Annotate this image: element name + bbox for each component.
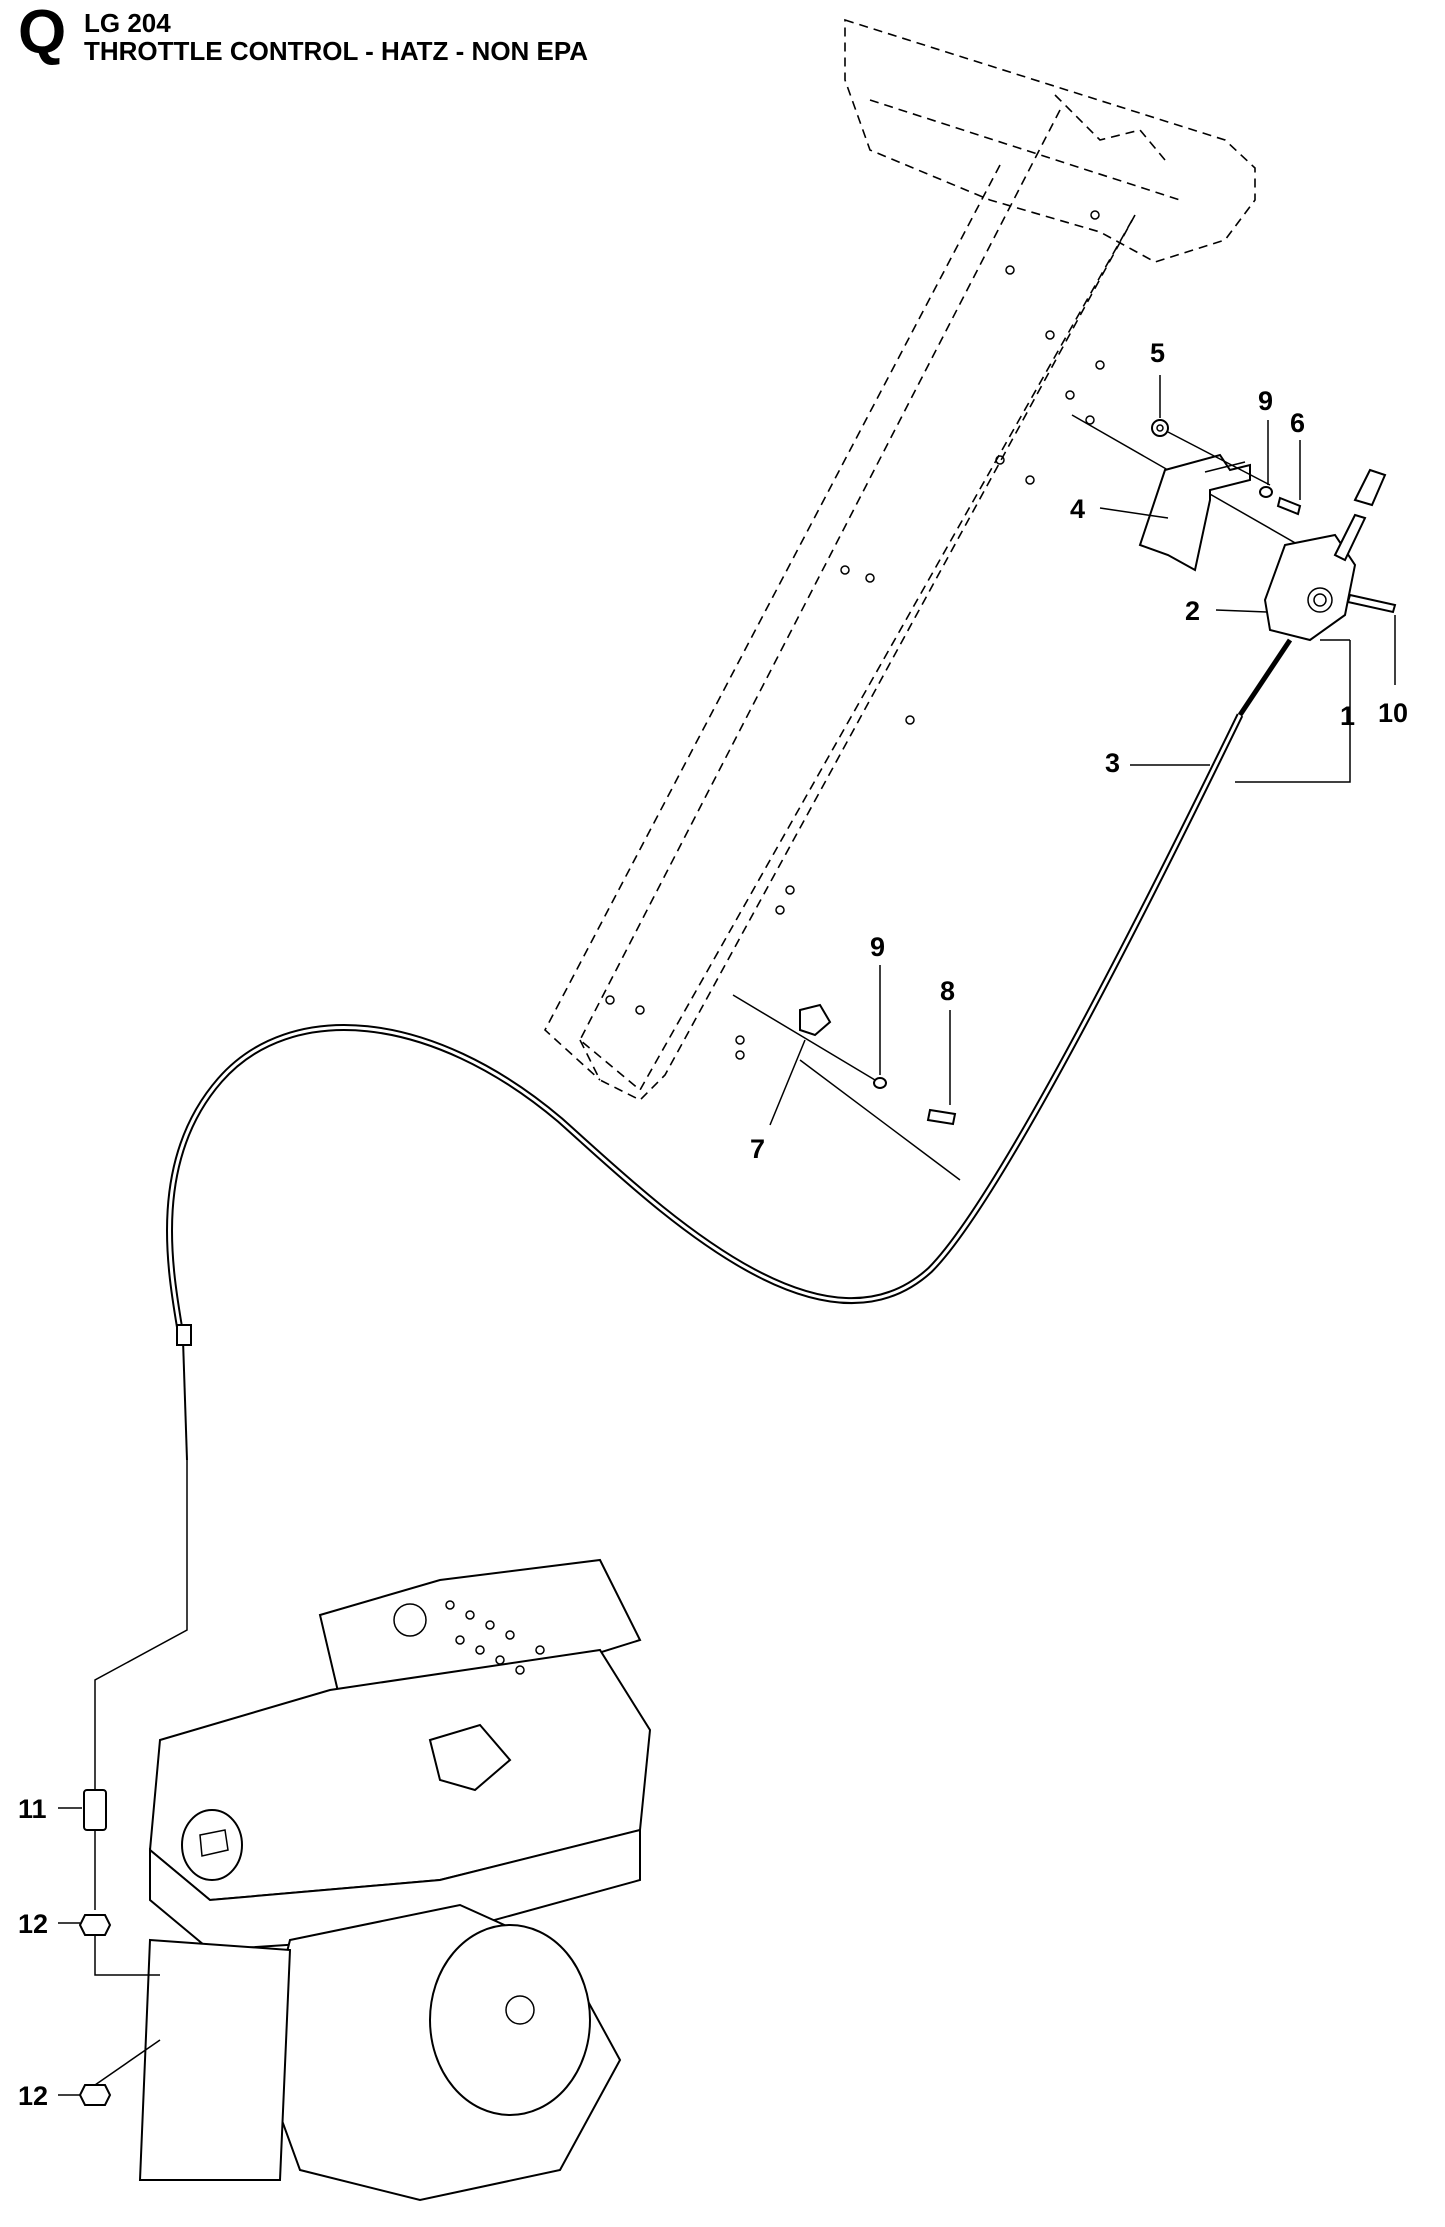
cable-clamp-assembly xyxy=(732,994,957,1126)
throttle-control-housing xyxy=(1263,533,1357,642)
callout-11: 11 xyxy=(18,1794,47,1824)
callout-labels: 1 2 3 4 5 6 7 8 9 9 10 11 12 12 xyxy=(18,338,1408,2111)
throttle-cable xyxy=(166,713,1244,1331)
callout-12-upper: 12 xyxy=(18,1909,48,1939)
callout-3: 3 xyxy=(1105,748,1120,778)
cable-clamp xyxy=(799,1003,832,1037)
callout-6: 6 xyxy=(1290,408,1305,438)
washer xyxy=(1259,486,1273,498)
callout-7: 7 xyxy=(750,1134,765,1164)
screw xyxy=(1276,496,1302,516)
section-letter: Q xyxy=(18,0,67,67)
column-holes xyxy=(605,210,1105,1060)
mounting-bracket xyxy=(1138,453,1251,572)
nut xyxy=(1151,419,1169,437)
model-label: LG 204 xyxy=(84,8,171,38)
callout-5: 5 xyxy=(1150,338,1165,368)
throttle-lever xyxy=(1333,513,1367,562)
callout-1: 1 xyxy=(1340,701,1355,731)
handle-column-outline xyxy=(544,18,1256,1101)
throttle-lever-assembly xyxy=(1071,414,1397,642)
engine-illustration xyxy=(138,1558,652,2202)
callout-2: 2 xyxy=(1185,596,1200,626)
callout-10: 10 xyxy=(1378,698,1408,728)
callout-8: 8 xyxy=(940,976,955,1006)
cable-end-fittings xyxy=(78,1460,188,2106)
housing-screw xyxy=(1346,593,1397,614)
callout-leaders xyxy=(58,375,1396,2096)
callout-4: 4 xyxy=(1070,494,1085,524)
lever-knob xyxy=(1353,468,1387,507)
lock-nut-upper xyxy=(78,1914,112,1936)
callout-9-lower: 9 xyxy=(870,932,885,962)
callout-12-lower: 12 xyxy=(18,2081,48,2111)
clamp-screw xyxy=(926,1108,957,1126)
cable-ferrule xyxy=(83,1789,107,1831)
clamp-washer xyxy=(873,1077,887,1089)
callout-9-upper: 9 xyxy=(1258,386,1273,416)
diagram-title: THROTTLE CONTROL - HATZ - NON EPA xyxy=(84,36,589,66)
lock-nut-lower xyxy=(78,2084,112,2106)
